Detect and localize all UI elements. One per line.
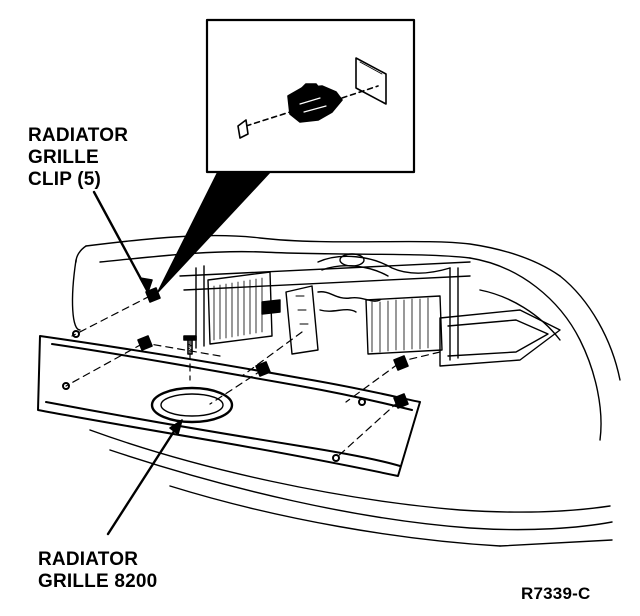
grille-label-line2: GRILLE 8200 (38, 571, 158, 592)
grille-label-line1: RADIATOR (38, 549, 139, 570)
clip-leader-line (92, 190, 150, 294)
clip-label-line2: GRILLE (28, 147, 99, 168)
clip-label-line1: RADIATOR (28, 125, 129, 146)
vehicle-front-body (71, 234, 621, 547)
grille-leader-line (106, 420, 182, 536)
clip-label-line3: CLIP (5) (28, 169, 102, 190)
emblem-oval-icon (150, 386, 234, 424)
clip-leader-arrow-icon (139, 277, 153, 293)
grille-callout-label: RADIATOR GRILLE 8200 (38, 549, 157, 593)
clip-icon (393, 393, 409, 409)
grille-clips (137, 287, 409, 409)
inset-pointer-wedge (157, 171, 271, 293)
grille-leader-arrow-icon (169, 419, 183, 435)
clip-callout-label: RADIATOR GRILLE CLIP (5) (28, 125, 128, 191)
clip-icon (137, 335, 153, 351)
screw-icon (183, 335, 197, 355)
figure-id: R7339-C (521, 584, 591, 603)
clip-icon (145, 287, 161, 303)
clip-detail-inset (205, 18, 416, 174)
radiator-grille-panel (37, 330, 421, 477)
clip-icon (255, 361, 271, 377)
clip-icon (393, 355, 409, 371)
